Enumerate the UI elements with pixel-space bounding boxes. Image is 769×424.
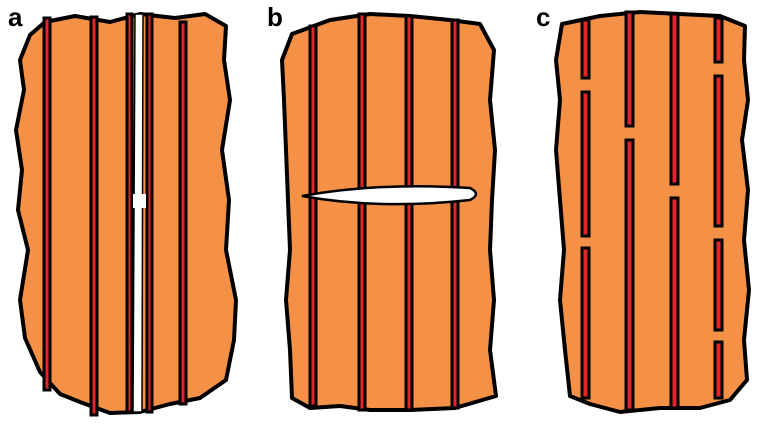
panel-c-fiber-4-segment-1 — [715, 18, 722, 62]
panel-b-label: b — [267, 2, 283, 32]
panel-a-label: a — [8, 2, 23, 32]
panel-c: c — [536, 2, 749, 412]
panel-a-fiber-1 — [44, 18, 50, 390]
panel-b-fiber-2 — [359, 14, 365, 410]
panel-a-crack-gap — [133, 194, 146, 208]
panel-c-fiber-3-segment-1 — [671, 14, 678, 184]
panel-c-fiber-1-segment-1 — [582, 20, 589, 78]
panel-a-fiber-2 — [91, 17, 97, 415]
panel-c-fiber-3-segment-2 — [671, 198, 678, 408]
panel-c-fiber-1-segment-3 — [582, 248, 589, 398]
panel-a-fiber-3-right — [147, 14, 152, 412]
panel-b-fiber-1 — [310, 26, 316, 406]
panel-a-fiber-3-left — [127, 14, 132, 412]
panel-c-fiber-2-segment-2 — [626, 140, 633, 410]
panel-b-fiber-4 — [452, 20, 458, 408]
panel-b-fiber-3 — [406, 16, 412, 410]
panel-c-fiber-1-segment-2 — [582, 92, 589, 236]
panel-a-longitudinal-crack — [133, 14, 143, 412]
panel-a-fiber-4 — [180, 22, 186, 404]
panel-c-fiber-4-segment-3 — [715, 240, 722, 330]
panel-c-fiber-2-segment-1 — [626, 12, 633, 126]
panel-b: b — [267, 2, 496, 410]
panel-a: a — [8, 2, 236, 415]
panel-c-label: c — [536, 2, 550, 32]
panel-c-fiber-4-segment-4 — [715, 342, 722, 398]
panel-c-fiber-4-segment-2 — [715, 76, 722, 226]
